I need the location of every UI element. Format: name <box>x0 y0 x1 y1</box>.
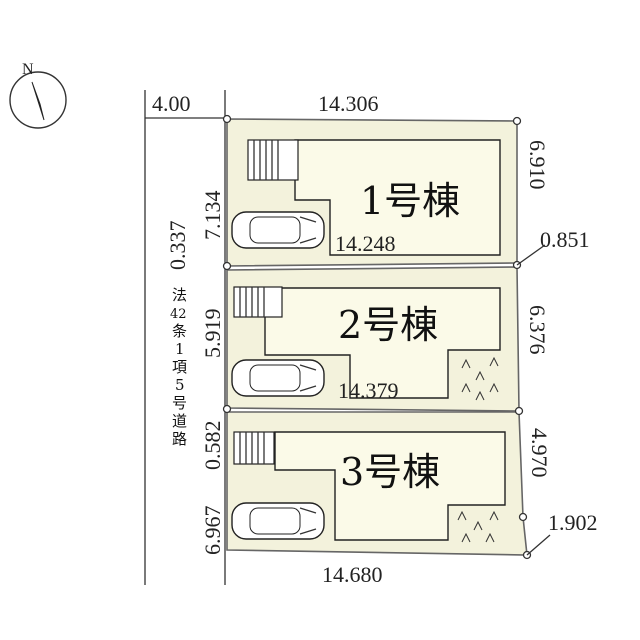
lot1-bottom-dimension: 14.248 <box>335 231 396 256</box>
stairs-1 <box>247 139 299 181</box>
plant-icon <box>457 510 499 543</box>
road-label-3: 1 <box>175 340 185 358</box>
car-icon <box>231 502 325 540</box>
lot3-right-dimension: 4.970 <box>527 428 552 478</box>
stairs-2 <box>233 286 283 318</box>
building-2-label: 2号棟 <box>338 303 438 347</box>
lot1-right-dimension: 6.910 <box>525 140 550 190</box>
road-label-5: 5 <box>175 376 185 394</box>
building-3-label: 3号棟 <box>340 450 440 494</box>
lot2-offset-dimension: 0.582 <box>200 421 225 471</box>
road-label: 法 42 条 1 項 5 号 道 路 <box>170 286 187 448</box>
plant-icon <box>461 356 499 401</box>
road-label-8: 路 <box>172 430 187 448</box>
building-1-label: 1号棟 <box>360 179 460 223</box>
lot1-offset-dimension: 0.337 <box>165 221 190 271</box>
lot2-left-dimension: 5.919 <box>200 309 225 359</box>
building-2 <box>264 287 501 399</box>
lot2-right-dimension: 6.376 <box>525 305 550 355</box>
top-dimension: 14.306 <box>318 91 379 116</box>
north-label: N <box>22 61 34 78</box>
road-label-7: 道 <box>172 412 187 430</box>
car-icon <box>231 211 325 249</box>
road-label-0: 法 <box>172 286 187 304</box>
road-label-4: 項 <box>172 358 187 376</box>
building-3 <box>274 431 506 541</box>
lot1-right-offset-dimension: 0.851 <box>540 227 590 252</box>
road-label-6: 号 <box>172 394 187 412</box>
stairs-3 <box>233 431 275 465</box>
car-icon <box>231 359 325 397</box>
road-label-1: 42 <box>170 307 187 322</box>
north-arrow-icon: N <box>9 61 67 129</box>
bottom-dimension: 14.680 <box>322 562 383 587</box>
road-label-2: 条 <box>172 322 187 340</box>
lot1-left-dimension: 7.134 <box>200 191 225 241</box>
road-width-dimension: 4.00 <box>152 91 191 116</box>
lot3-corner-dimension: 1.902 <box>548 510 598 535</box>
lot2-bottom-dimension: 14.379 <box>338 378 399 403</box>
lot3-left-dimension: 6.967 <box>200 506 225 556</box>
